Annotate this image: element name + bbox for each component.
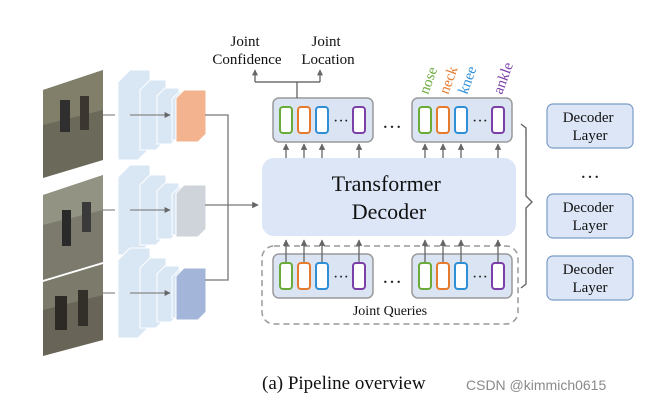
- output-token: [315, 106, 329, 134]
- joint-name-ankle: ankle: [491, 60, 517, 96]
- decoder-layer-top: Decoder Layer: [546, 103, 634, 149]
- joint-name-knee: knee: [456, 64, 481, 96]
- svg-text:Decoder Layer: Decoder Layer: [563, 200, 618, 234]
- joint-queries-label: Joint Queries: [353, 304, 427, 319]
- decoder-output-arrows: [282, 143, 502, 158]
- input-images: [43, 70, 103, 356]
- query-input-arrows: [282, 239, 502, 262]
- input-image-2: [43, 175, 103, 280]
- query-token: [454, 262, 468, 290]
- decoder-layers-bracket: [520, 123, 533, 289]
- query-panel-tokens: ···: [418, 262, 505, 290]
- watermark: CSDN @kimmich0615: [466, 377, 606, 393]
- query-token: [491, 262, 505, 290]
- figure-caption: (a) Pipeline overview: [262, 373, 426, 394]
- transformer-decoder-title: Transformer Decoder: [332, 171, 447, 224]
- query-token: [279, 262, 293, 290]
- backbone-connectors: [205, 114, 259, 281]
- input-image-3: [43, 264, 103, 356]
- output-token: [297, 106, 311, 134]
- decoder-layer-ellipsis: …: [580, 161, 600, 183]
- query-token: [352, 262, 366, 290]
- output-token: [279, 106, 293, 134]
- svg-text:Decoder Layer: Decoder Layer: [563, 262, 618, 296]
- backbone-stacks: [103, 69, 207, 339]
- token-ellipsis: ···: [472, 269, 488, 286]
- query-token: [436, 262, 450, 290]
- output-ellipsis: …: [382, 111, 402, 133]
- output-panel-tokens: ···: [279, 106, 366, 134]
- decoder-layer-mid: Decoder Layer: [546, 193, 634, 239]
- query-token: [297, 262, 311, 290]
- token-ellipsis: ···: [333, 269, 349, 286]
- input-image-1: [43, 70, 103, 178]
- output-tokens: ··· ···: [279, 106, 505, 134]
- backbone-stack-3: [103, 247, 207, 339]
- token-ellipsis: ···: [333, 113, 349, 130]
- backbone-stack-1: [103, 69, 207, 161]
- output-token: [418, 106, 432, 134]
- output-heads: [252, 69, 323, 98]
- svg-text:Decoder Layer: Decoder Layer: [563, 110, 618, 144]
- backbone-feature-map: [175, 267, 207, 321]
- output-token: [436, 106, 450, 134]
- output-token: [352, 106, 366, 134]
- transformer-decoder: Transformer Decoder: [262, 158, 516, 236]
- output-token: [454, 106, 468, 134]
- backbone-stack-2: [103, 164, 207, 256]
- joint-location-label: Joint Location: [301, 34, 355, 68]
- backbone-feature-map: [175, 89, 207, 143]
- output-panel-tokens: ···: [418, 106, 505, 134]
- query-tokens: ··· ···: [279, 262, 505, 290]
- query-token: [418, 262, 432, 290]
- output-token: [491, 106, 505, 134]
- query-ellipsis: …: [382, 266, 402, 288]
- query-token: [315, 262, 329, 290]
- query-panel-tokens: ···: [279, 262, 366, 290]
- joint-confidence-label: Joint Confidence: [212, 34, 281, 68]
- decoder-layer-bottom: Decoder Layer: [546, 255, 634, 301]
- backbone-feature-map: [175, 184, 207, 238]
- token-ellipsis: ···: [472, 113, 488, 130]
